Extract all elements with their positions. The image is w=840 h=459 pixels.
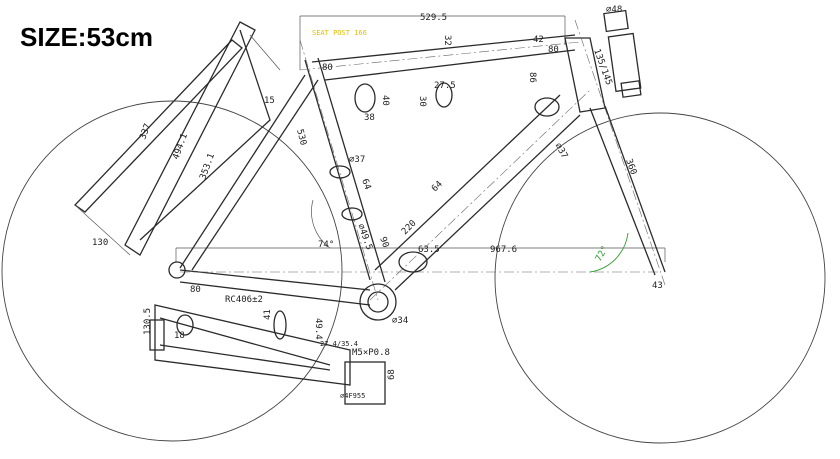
m5-thread: M5×P0.8 bbox=[352, 348, 390, 358]
tt-80a: 80 bbox=[322, 63, 333, 73]
size-title: SIZE:53cm bbox=[20, 22, 153, 52]
cs-41: 41 bbox=[263, 309, 273, 320]
seat-angle-arc bbox=[311, 199, 331, 249]
tt-32: 32 bbox=[442, 35, 452, 46]
seatstay-353: 353.1 bbox=[198, 152, 217, 181]
rear-wheel bbox=[1, 100, 343, 442]
tt-80b: 80 bbox=[548, 45, 559, 55]
top-tube-length: 529.5 bbox=[420, 13, 447, 23]
bb-oval: 27.4/35.4 bbox=[320, 340, 358, 348]
wheelbase: 967.6 bbox=[490, 245, 517, 255]
headset-diameter: ∅48 bbox=[606, 5, 622, 15]
ht-42: 42 bbox=[533, 35, 544, 45]
seatstay-494: 494.1 bbox=[171, 132, 190, 161]
down-tube bbox=[374, 94, 561, 271]
front-wheel bbox=[494, 112, 826, 444]
fork-blade bbox=[589, 107, 656, 276]
cs-18: 18 bbox=[174, 331, 185, 341]
cable-port-2 bbox=[435, 82, 453, 108]
seat-angle: 74° bbox=[318, 240, 334, 250]
down-tube-64: 64 bbox=[359, 178, 372, 192]
seatstay-detail bbox=[74, 21, 281, 256]
cs-130: 130.5 bbox=[143, 308, 153, 335]
d38: 38 bbox=[364, 113, 375, 123]
seatstay bbox=[179, 74, 306, 269]
d63-5: 63.5 bbox=[418, 245, 440, 255]
fork-rake: 43 bbox=[652, 281, 663, 291]
down-tube-220: 220 bbox=[400, 219, 419, 238]
cs-49: 49.4 bbox=[313, 318, 323, 340]
seatstay-130: 130 bbox=[92, 238, 108, 248]
bb-68: 68 bbox=[387, 369, 397, 380]
fork-length: 360 bbox=[623, 158, 638, 177]
cable-port-7 bbox=[273, 310, 287, 340]
down-tube-64b: 64 bbox=[430, 179, 445, 194]
cable-port-8 bbox=[176, 314, 194, 336]
cable-port-6 bbox=[534, 97, 560, 117]
cable-port-1 bbox=[354, 83, 376, 113]
rear-dropout bbox=[168, 261, 186, 279]
head-angle-arc bbox=[589, 232, 629, 273]
chainstay-detail bbox=[149, 304, 386, 405]
chainstay-length: RC406±2 bbox=[225, 295, 263, 305]
dt-diameter: ∅37 bbox=[349, 155, 365, 165]
cs-width: 80 bbox=[190, 285, 201, 295]
bb-width: 90 bbox=[377, 236, 390, 250]
cable-port-5 bbox=[398, 251, 428, 273]
chainstay bbox=[179, 269, 371, 291]
d40: 40 bbox=[380, 95, 390, 106]
cable-port-3 bbox=[329, 165, 351, 179]
seat-tube-530: 530 bbox=[294, 128, 308, 146]
d86: 86 bbox=[527, 72, 537, 83]
d30: 30 bbox=[417, 96, 427, 107]
bb-diameter: ∅34 bbox=[392, 316, 408, 326]
seat-post-label: SEAT POST 166 bbox=[312, 29, 367, 37]
thread-spec: ∅4F955 bbox=[340, 392, 365, 400]
head-angle: 72° bbox=[594, 244, 611, 263]
ss-15: 15 bbox=[264, 96, 275, 106]
headset-top bbox=[603, 9, 629, 33]
d27-5: 27.5 bbox=[434, 81, 456, 91]
seatstay-337: 337 bbox=[138, 122, 153, 141]
bottom-bracket bbox=[359, 283, 397, 321]
top-tube bbox=[311, 34, 576, 63]
cable-port-4 bbox=[341, 207, 363, 221]
seat-tube bbox=[304, 59, 371, 281]
